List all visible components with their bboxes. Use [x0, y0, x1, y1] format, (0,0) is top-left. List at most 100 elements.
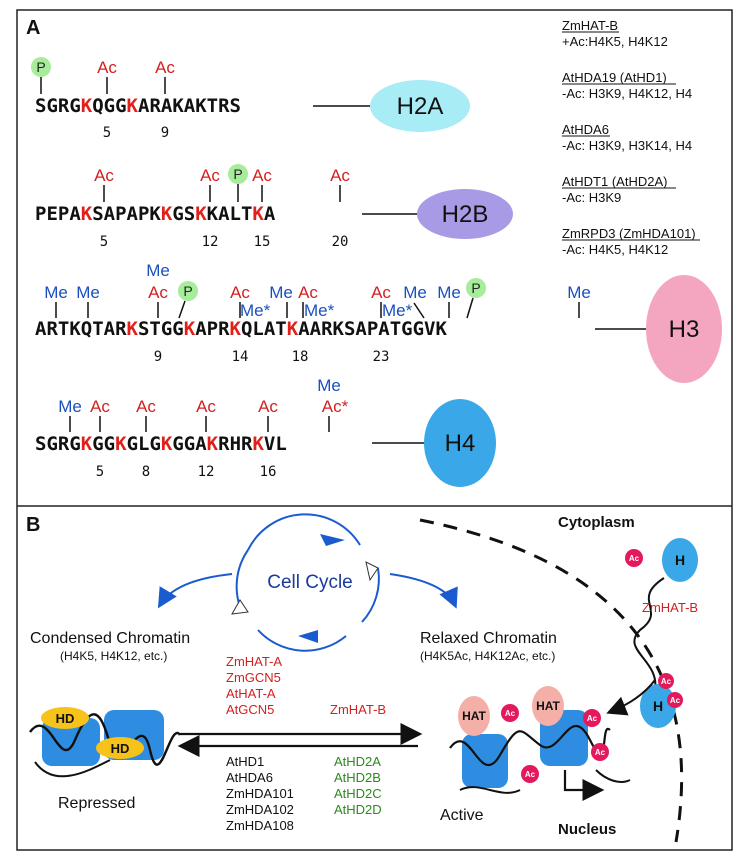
h3-phospho-s28: P: [471, 280, 480, 296]
condensed-chromatin-marks: (H4K5, H4K12, etc.): [60, 649, 167, 663]
enzyme-list: ZmHAT-B +Ac:H4K5, H4K12 AtHDA19 (AtHD1) …: [562, 18, 700, 257]
h3-phospho-s28-circle: [466, 278, 486, 298]
frame: [16, 9, 733, 851]
repressed-nucleosomes: HD HD: [29, 707, 181, 778]
relaxed-chromatin-marks: (H4K5Ac, H4K12Ac, etc.): [420, 649, 555, 663]
h3-sequence: ARTKQTARKSTGGKAPRKQLATKAARKSAPATGGVK: [35, 318, 447, 340]
hat-item: ZmHAT-A: [226, 654, 282, 669]
h3-mestar-k23: Me*: [382, 301, 413, 320]
ac-dot: Ac: [661, 677, 672, 686]
panel-a-label: A: [26, 17, 40, 39]
h3-me-k9: Me: [146, 261, 170, 280]
hd-label: HD: [111, 741, 130, 756]
histone-h-label: H: [653, 698, 663, 714]
enzyme-activity: -Ac: H3K9, H3K14, H4: [562, 138, 692, 153]
h3-me-k18: Me: [269, 283, 293, 302]
h2b-ac-k5: Ac: [94, 166, 114, 185]
h2b-phospho-circle: [228, 164, 248, 184]
h4-row: Me Ac Ac Ac Ac Me Ac* SGRGKGGKGLGKGGAKRH…: [35, 376, 496, 487]
h4-pos-16: 16: [260, 464, 277, 480]
h4-ac-k5: Ac: [90, 397, 110, 416]
repressed-label: Repressed: [58, 795, 135, 812]
enzyme-name: AtHDA6: [562, 122, 609, 137]
h3-me-k4b: Me: [76, 283, 100, 302]
h2a-ellipse: [370, 80, 470, 132]
enzyme-activity: +Ac:H4K5, H4K12: [562, 34, 668, 49]
ac-dot: Ac: [505, 709, 516, 718]
hd2-item: AtHD2D: [334, 802, 382, 817]
h4-acstar-k20: Ac*: [322, 397, 349, 416]
hd2-item: AtHD2A: [334, 754, 381, 769]
h2a-pos-9: 9: [161, 125, 169, 141]
ac-dot: Ac: [629, 554, 640, 563]
h2b-pos-15: 15: [254, 234, 271, 250]
hdac-item: ZmHDA108: [226, 818, 294, 833]
h2a-row: P Ac Ac SGRGKQGGKARAKAKTRS 5 9 H2A: [31, 57, 470, 141]
h3-pos-18: 18: [292, 349, 309, 365]
h3-ellipse: [646, 275, 722, 383]
h4-pos-12: 12: [198, 464, 215, 480]
h2b-phospho: P: [233, 166, 242, 182]
hat-item: AtHAT-A: [226, 686, 276, 701]
hat-item: ZmGCN5: [226, 670, 281, 685]
h2b-ellipse: [417, 189, 513, 239]
hat-label: HAT: [536, 699, 560, 713]
enzyme-name: ZmHAT-B: [562, 18, 618, 33]
h2b-pos-20: 20: [332, 234, 349, 250]
h3-me-k4a: Me: [44, 283, 68, 302]
h2a-ac-k9: Ac: [155, 58, 175, 77]
hat-b-item: ZmHAT-B: [330, 702, 386, 717]
h3-pos-23: 23: [373, 349, 390, 365]
h4-sequence: SGRGKGGKGLGKGGAKRHRKVL: [35, 433, 287, 455]
h2a-label: H2A: [397, 93, 444, 120]
h3-ac-k14: Ac: [230, 283, 250, 302]
h4-me-k20: Me: [317, 376, 341, 395]
h2a-pos-5: 5: [103, 125, 111, 141]
cell-cycle: Cell Cycle: [157, 513, 458, 652]
hdac-item: ZmHDA101: [226, 786, 294, 801]
h2b-sequence: PEPAKSAPAPKKGSKKALTKA: [35, 203, 276, 225]
enzyme-activity: -Ac: H4K5, H4K12: [562, 242, 668, 257]
relaxed-chromatin-title: Relaxed Chromatin: [420, 630, 557, 647]
ac-dot: Ac: [587, 714, 598, 723]
hdac-item: AtHDA6: [226, 770, 273, 785]
h2b-pos-12: 12: [202, 234, 219, 250]
h4-label: H4: [445, 430, 476, 457]
h2b-ac-k15: Ac: [252, 166, 272, 185]
h2b-pos-5: 5: [100, 234, 108, 250]
ac-dot: Ac: [670, 696, 681, 705]
h2a-phospho: P: [36, 59, 45, 75]
h4-ac-k16: Ac: [258, 397, 278, 416]
nucleus-label: Nucleus: [558, 821, 616, 838]
h4-me-r3: Me: [58, 397, 82, 416]
histone-h-label: H: [675, 552, 685, 568]
h3-me-s28: Me: [437, 283, 461, 302]
hdac-item: ZmHDA102: [226, 802, 294, 817]
h2b-label: H2B: [442, 201, 489, 228]
h3-row: Me Me Me Ac P Ac Me* Me Ac Me* Ac Me* Me…: [35, 261, 722, 383]
h4-ac-k12: Ac: [196, 397, 216, 416]
active-nucleosomes: HAT HAT Ac Ac Ac Ac: [449, 686, 631, 801]
enzyme-activity: -Ac: H3K9, H4K12, H4: [562, 86, 692, 101]
ac-dot: Ac: [525, 770, 536, 779]
cyto-enzyme-label: ZmHAT-B: [642, 600, 698, 615]
hd2-item: AtHD2B: [334, 770, 381, 785]
h2a-phospho-circle: [31, 57, 51, 77]
h3-label: H3: [669, 316, 700, 343]
h3-phospho-s10: P: [183, 283, 192, 299]
h4-ellipse: [424, 399, 496, 487]
h3-ac-k9: Ac: [148, 283, 168, 302]
h2a-ac-k5: Ac: [97, 58, 117, 77]
cytoplasm-label: Cytoplasm: [558, 514, 635, 531]
h2b-ac-k20: Ac: [330, 166, 350, 185]
panel-b-label: B: [26, 514, 40, 536]
h3-me-k27: Me: [403, 283, 427, 302]
h3-me-k36: Me: [567, 283, 591, 302]
cytoplasmic-hatb: H Ac ZmHAT-B H Ac Ac: [606, 538, 698, 728]
hat-label: HAT: [462, 709, 486, 723]
enzyme-name: AtHDT1 (AtHD2A): [562, 174, 667, 189]
h4-pos-8: 8: [142, 464, 150, 480]
hdac-item: AtHD1: [226, 754, 264, 769]
h4-ac-k8: Ac: [136, 397, 156, 416]
